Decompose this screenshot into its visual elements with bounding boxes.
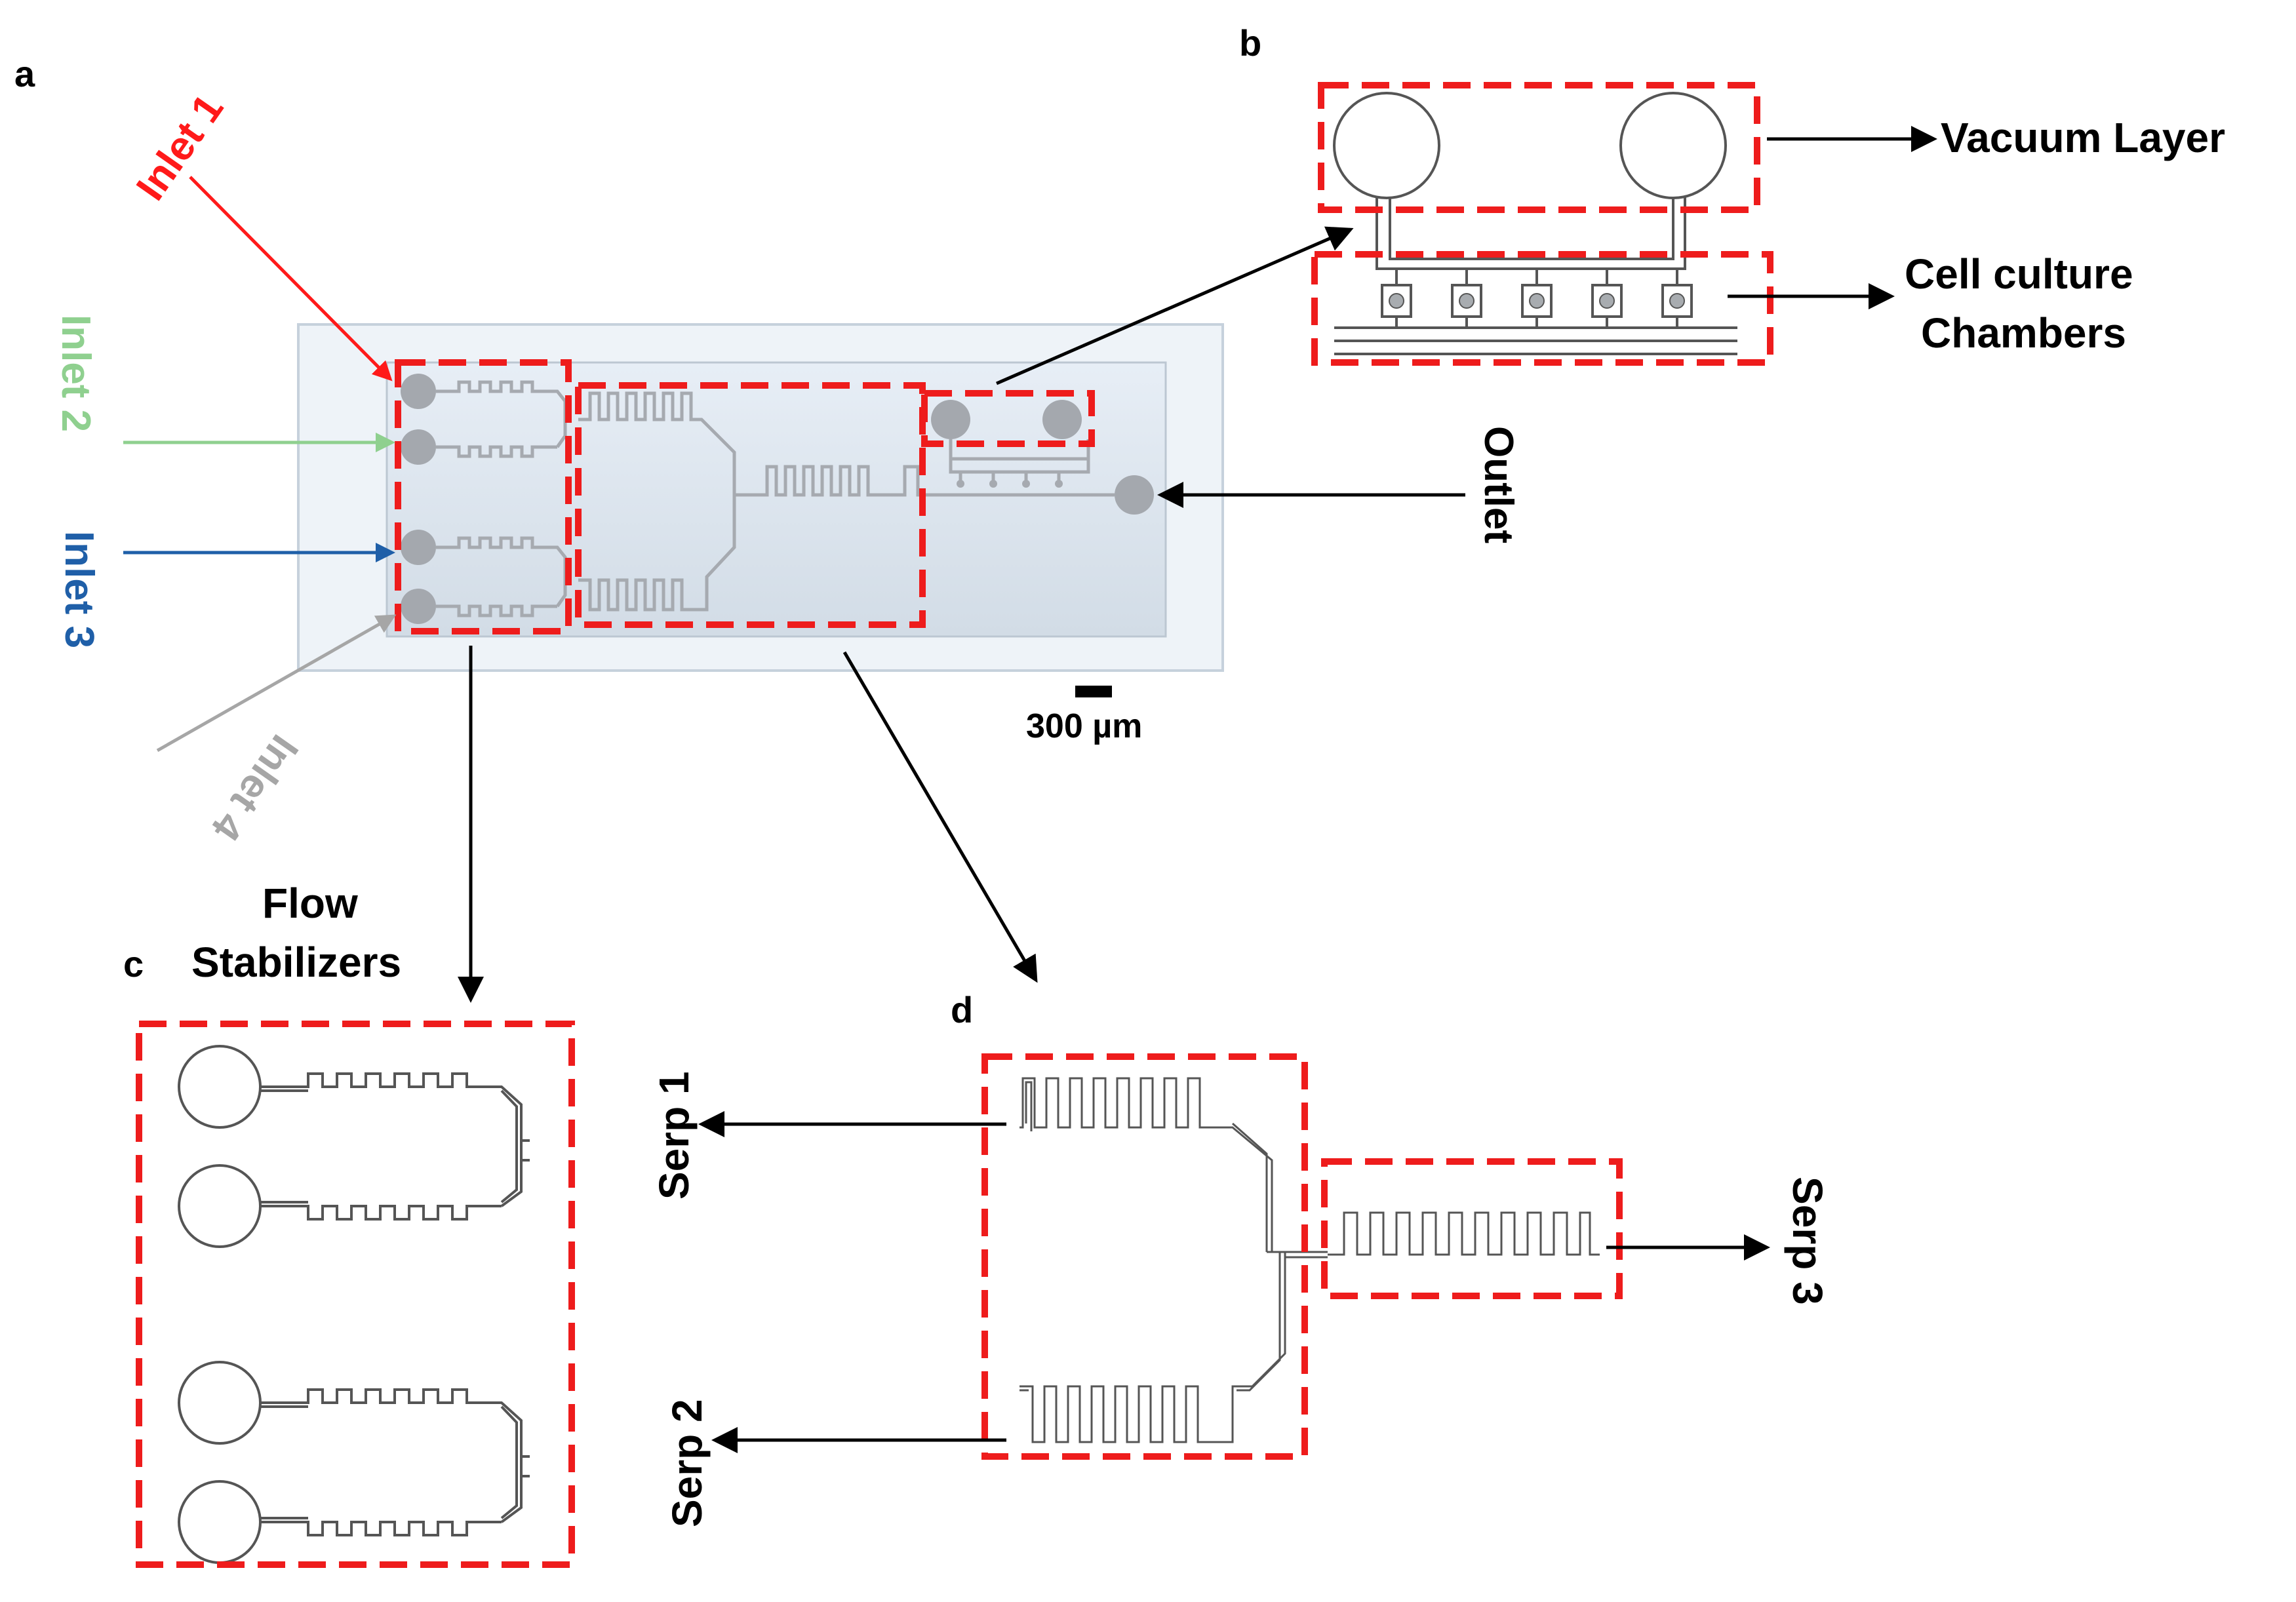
inlet1-label: Inlet 1 xyxy=(128,87,232,208)
highlight-box-cell-culture-chambers xyxy=(1311,251,1773,366)
inlet2-label: Inlet 2 xyxy=(53,315,98,432)
flow-stabilizers-label-line1: Flow xyxy=(262,880,358,927)
scale-bar xyxy=(1075,686,1112,697)
highlight-box-serp3 xyxy=(1321,1158,1623,1299)
cell-culture-chamber-drawing xyxy=(1333,92,1737,355)
panel-label-d: d xyxy=(951,989,973,1030)
inlet4-label: Inlet 4 xyxy=(203,727,307,850)
chip-photo xyxy=(297,323,1224,672)
inlet1-arrow xyxy=(189,176,393,381)
serpentine-drawing xyxy=(1019,1077,1600,1443)
cell-culture-label-line1: Cell culture xyxy=(1905,250,2133,298)
highlight-box-serpentines xyxy=(575,382,926,628)
flow-stabilizers-label-line2: Stabilizers xyxy=(191,939,401,986)
outlet-label: Outlet xyxy=(1476,426,1521,543)
connector-arrow-b xyxy=(996,226,1354,385)
highlight-box-panel-d xyxy=(981,1053,1308,1460)
connector-arrow-d xyxy=(842,651,1038,983)
highlight-box-vacuum-layer xyxy=(1318,82,1760,213)
flow-stabilizer-drawing xyxy=(178,1045,530,1564)
vacuum-layer-label: Vacuum Layer xyxy=(1941,114,2225,161)
inlet4-arrow xyxy=(156,614,397,752)
scale-bar-label: 300 µm xyxy=(1026,707,1142,745)
highlight-box-flow-stabilizers xyxy=(395,359,572,635)
panel-label-b: b xyxy=(1239,22,1261,64)
highlight-box-panel-c xyxy=(136,1021,575,1568)
cell-culture-label-line2: Chambers xyxy=(1921,309,2126,357)
inlet3-label: Inlet 3 xyxy=(56,531,102,648)
highlight-box-cell-chambers xyxy=(921,390,1095,447)
serp2-label: Serp 2 xyxy=(663,1399,711,1527)
panel-label-c: c xyxy=(123,943,144,985)
panel-label-a: a xyxy=(14,53,35,94)
serp3-label: Serp 3 xyxy=(1784,1177,1831,1305)
serp1-label: Serp 1 xyxy=(650,1071,698,1200)
